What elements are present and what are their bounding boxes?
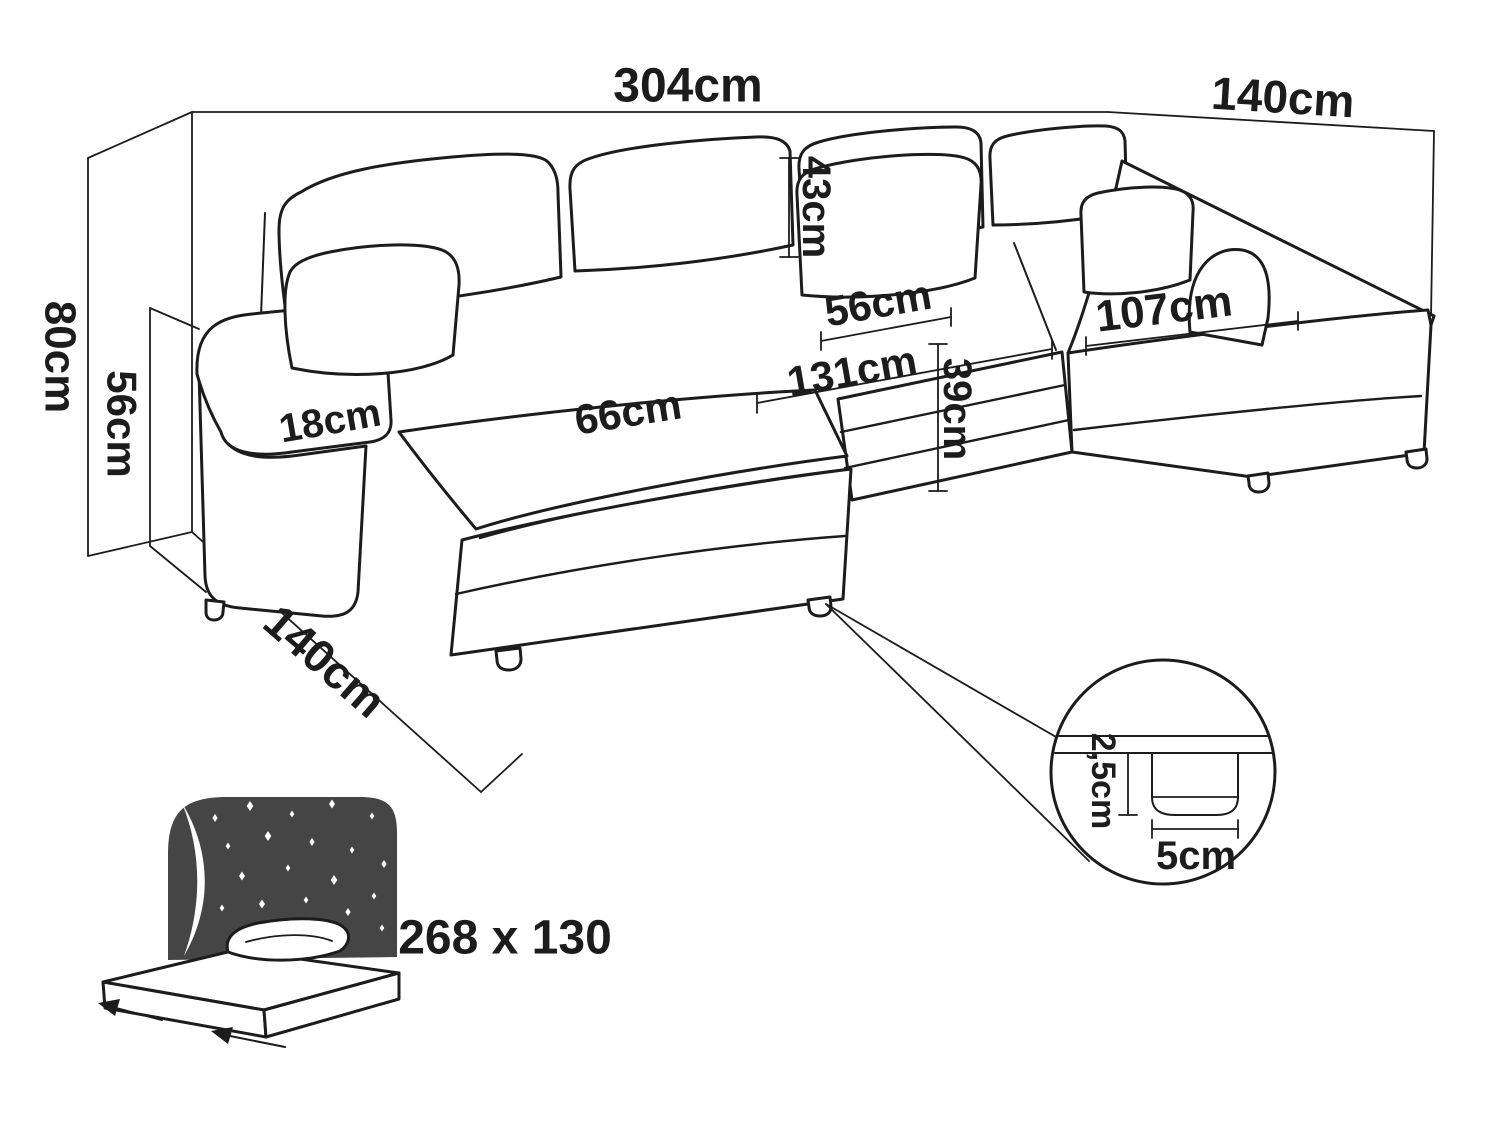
pillow-icon <box>225 917 350 962</box>
middle-seats <box>836 350 1074 502</box>
sofa-bed-icon: 268 x 130 <box>98 797 612 1048</box>
dim-back-height: 56cm <box>99 370 146 477</box>
left-chaise <box>397 388 853 657</box>
throw-pillows <box>283 152 1195 376</box>
dimension-lines <box>756 157 1299 492</box>
pillow-middle <box>795 152 983 299</box>
unfold-arrows <box>98 999 286 1048</box>
leg-drawing <box>1151 752 1239 816</box>
leg-detail-callout <box>825 603 1277 886</box>
dim-total-width: 304cm <box>613 60 762 113</box>
dim-seat-height: 39cm <box>935 358 979 460</box>
moon-icon <box>182 803 205 956</box>
mattress <box>101 917 401 1039</box>
headboard-shape <box>168 797 397 960</box>
sleeping-area-label: 268 x 130 <box>398 912 612 965</box>
sofa-feet <box>204 447 1429 672</box>
right-armrest <box>1187 248 1271 347</box>
dim-right-depth: 140cm <box>1210 67 1356 128</box>
dim-total-height: 80cm <box>36 301 85 414</box>
pillow-right <box>1079 185 1195 296</box>
dim-leg-height: 2,5cm <box>1084 733 1122 829</box>
dim-back-cushion-height: 43cm <box>794 156 838 258</box>
sofa-drawing <box>195 124 1436 672</box>
pillow-left <box>283 243 461 376</box>
dimension-labels: 304cm 140cm 80cm 56cm 18cm 66cm 43cm 56c… <box>36 60 1357 879</box>
dim-leg-width: 5cm <box>1156 834 1236 878</box>
